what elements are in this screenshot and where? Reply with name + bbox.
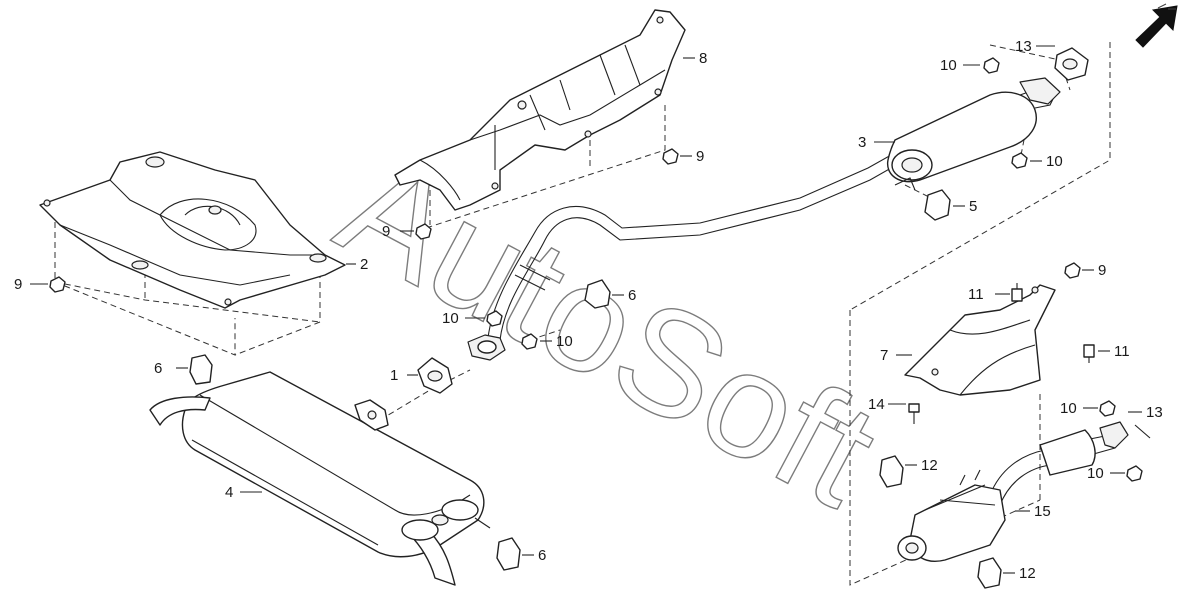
rear-muffler	[149, 371, 491, 586]
callout-6-left: 6	[154, 360, 162, 377]
hanger-12-bottom	[977, 557, 1002, 589]
heat-shield-rear	[904, 284, 1056, 396]
nut-10-b	[1011, 152, 1028, 169]
rubber-hangers	[189, 189, 1002, 589]
callout-9-right: 9	[1098, 262, 1106, 279]
callout-10-a: 10	[940, 57, 957, 74]
callout-6-top: 6	[628, 287, 636, 304]
gaskets	[417, 47, 1151, 439]
leader-lines	[30, 45, 1142, 574]
callout-10-f: 10	[1087, 465, 1104, 482]
callout-1: 1	[390, 367, 398, 384]
nut-10-e	[1099, 400, 1116, 417]
front-direction-arrow-icon	[1135, 3, 1178, 48]
callout-10-e: 10	[1060, 400, 1077, 417]
hanger-6-bottom	[496, 537, 521, 571]
fasteners	[49, 57, 1143, 482]
nut-9-left	[49, 276, 66, 293]
hanger-6-left	[189, 354, 213, 385]
heat-shield-front	[39, 151, 346, 309]
nut-10-a	[983, 57, 1000, 74]
callout-6-bottom: 6	[538, 547, 546, 564]
callout-11-top: 11	[968, 286, 984, 303]
nut-10-c	[486, 310, 503, 327]
callout-10-c: 10	[442, 310, 459, 327]
callout-5: 5	[969, 198, 977, 215]
callout-11-right: 11	[1114, 343, 1130, 360]
callout-7: 7	[880, 347, 888, 364]
nut-9-right	[1064, 262, 1081, 279]
callout-10-b: 10	[1046, 153, 1063, 170]
callout-12-bottom: 12	[1019, 565, 1036, 582]
callout-2: 2	[360, 256, 368, 273]
callout-9-left: 9	[14, 276, 22, 293]
callout-labels: 1 2 3 4 5 6 6 6 7 8 9 9 9 9 10 10 10 10 …	[14, 38, 1163, 582]
bolt-14	[908, 403, 920, 424]
catalytic-converter	[897, 421, 1129, 562]
heat-shield-center	[394, 9, 686, 211]
callout-14: 14	[868, 396, 885, 413]
callout-8: 8	[699, 50, 707, 67]
callout-10-d: 10	[556, 333, 573, 350]
nut-10-d	[521, 333, 538, 350]
hanger-12-top	[879, 455, 904, 488]
nut-9-upper	[662, 148, 679, 165]
exhaust-pipe-assembly	[467, 77, 1061, 361]
nut-10-f	[1126, 465, 1143, 482]
callout-15: 15	[1034, 503, 1051, 520]
nut-9-center	[415, 223, 432, 240]
callout-12-top: 12	[921, 457, 938, 474]
callout-13-right: 13	[1146, 404, 1163, 421]
callout-4: 4	[225, 484, 233, 501]
bolt-11-right	[1083, 344, 1095, 363]
callout-13-top: 13	[1015, 38, 1032, 55]
hanger-6-top	[584, 279, 611, 309]
callout-9-center: 9	[382, 223, 390, 240]
callout-3: 3	[858, 134, 866, 151]
hanger-5	[924, 189, 951, 221]
bolt-11-top	[1011, 283, 1023, 302]
gasket-13-bottom	[1134, 424, 1151, 439]
callout-9-upper: 9	[696, 148, 704, 165]
